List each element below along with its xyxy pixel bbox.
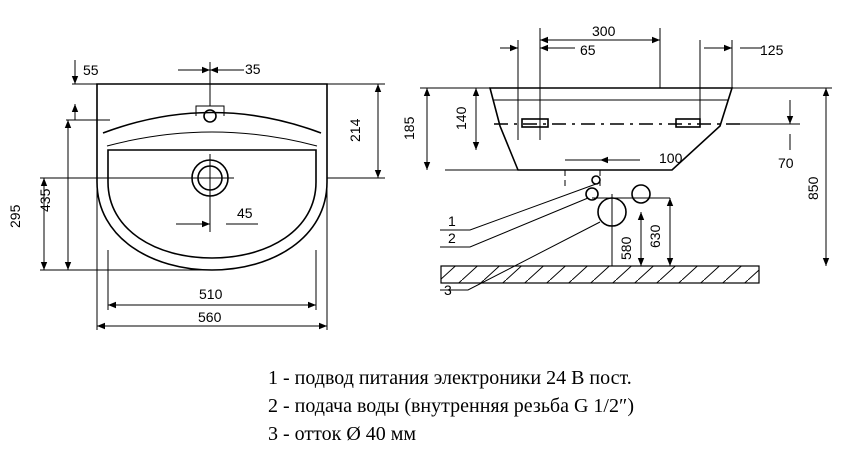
power-connection [591, 175, 601, 185]
dim-850: 850 [805, 176, 821, 200]
dim-125: 125 [760, 42, 784, 58]
dim-45: 45 [237, 205, 253, 221]
legend: 1 - подвод питания электроники 24 В пост… [268, 367, 634, 445]
rear-rim [102, 111, 322, 134]
callout-2: 2 [448, 230, 456, 246]
dim-65: 65 [580, 42, 596, 58]
legend-item-1: 1 - подвод питания электроники 24 В пост… [268, 367, 632, 389]
sink-outline [96, 83, 328, 271]
tap-boss [195, 105, 225, 116]
legend-item-2: 2 - подача воды (внутренняя резьба G 1/2… [268, 395, 634, 417]
legend-item-3: 3 - отток Ø 40 мм [268, 423, 416, 445]
dim-100: 100 [659, 150, 683, 166]
tap-stud [521, 118, 549, 128]
water-connection [585, 187, 599, 201]
floor [440, 265, 760, 284]
dim-55: 55 [83, 62, 99, 78]
callout-3: 3 [444, 282, 452, 298]
dim-560: 560 [198, 309, 222, 325]
wall-bracket [675, 118, 701, 128]
side-view: 300 65 125 185 140 100 70 850 580 630 [401, 23, 832, 298]
callout-1: 1 [448, 213, 456, 229]
dim-300: 300 [592, 23, 616, 39]
dim-580: 580 [618, 236, 634, 260]
dim-70: 70 [778, 155, 794, 171]
drain-connection-top [631, 184, 651, 204]
dim-185: 185 [401, 116, 417, 140]
dim-214: 214 [347, 118, 363, 142]
top-view: 55 35 214 295 435 45 510 560 [7, 60, 385, 330]
dim-630: 630 [647, 224, 663, 248]
dim-510: 510 [199, 286, 223, 302]
basin [107, 149, 317, 259]
rear-rim-inner [106, 131, 318, 147]
tap-hole [203, 109, 217, 123]
dim-295: 295 [7, 204, 23, 228]
dim-140: 140 [453, 106, 469, 130]
dim-35: 35 [245, 61, 261, 77]
dim-435: 435 [37, 188, 53, 212]
